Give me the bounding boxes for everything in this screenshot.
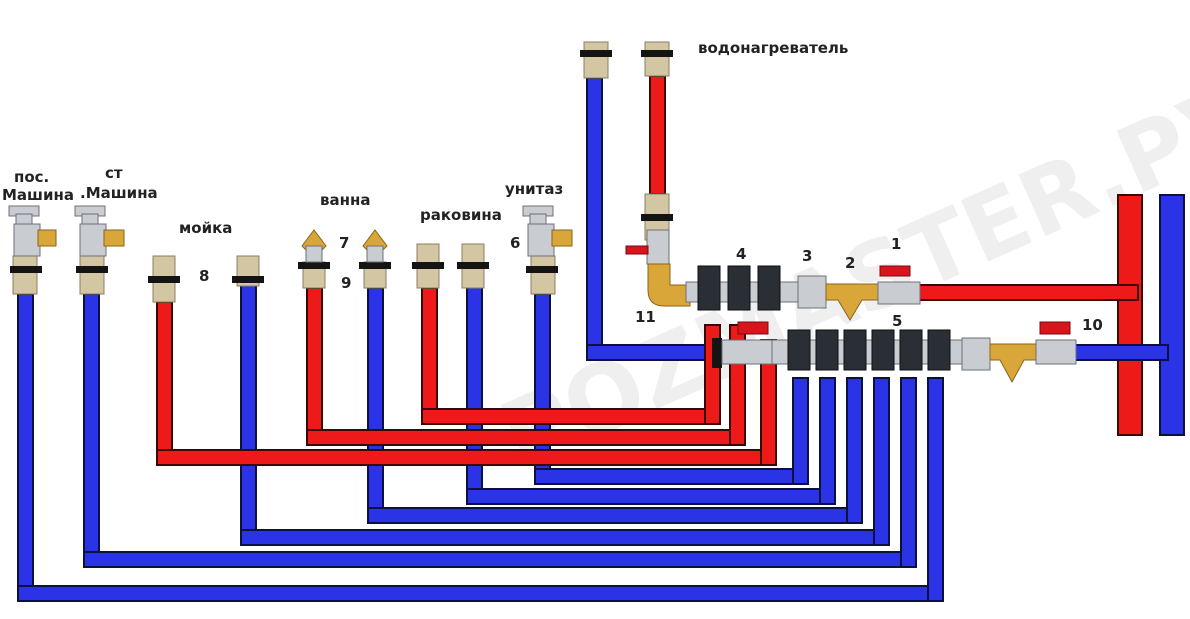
cold-pipe-heater-vertical: [586, 77, 603, 361]
fitting-bath-hot: [298, 261, 330, 289]
cold-pipe-sink-vertical: [240, 283, 257, 545]
label-washer-line1: пос.: [14, 168, 49, 186]
number-6: 6: [510, 234, 520, 252]
label-sink: мойка: [179, 219, 232, 237]
number-1: 1: [891, 235, 901, 253]
number-3: 3: [802, 247, 812, 265]
hot-pipe-bath-horizontal: [306, 429, 746, 446]
hot-reducer: [797, 275, 827, 309]
hot-riser-branch: [917, 284, 1139, 301]
cold-riser-branch: [1071, 344, 1169, 361]
label-bath: ванна: [320, 191, 370, 209]
cold-reducer: [961, 337, 991, 371]
cold-pipe-basin-riser: [819, 377, 836, 505]
fitting-washer: [10, 255, 42, 295]
hot-pipe-heater-outlet: [649, 75, 666, 195]
hot-main-valve: [877, 265, 921, 305]
number-7: 7: [339, 234, 349, 252]
cold-pipe-heater-horizontal: [586, 344, 718, 361]
angle-valve-washer2: [74, 205, 125, 257]
label-basin: раковина: [420, 206, 502, 224]
cold-manifold: [771, 329, 963, 371]
cold-pipe-washer2-riser: [900, 377, 917, 568]
number-4: 4: [736, 245, 746, 263]
cold-pipe-sink-horizontal: [240, 529, 890, 546]
label-washer-line2: Машина: [2, 186, 74, 204]
number-9: 9: [341, 274, 351, 292]
fitting-sink-hot: [148, 255, 180, 303]
cold-pipe-basin-vertical: [466, 283, 483, 505]
cold-pipe-bath-horizontal: [367, 507, 863, 524]
fitting-basin-cold: [457, 243, 489, 289]
cold-pipe-sink-riser: [873, 377, 890, 546]
hot-pipe-bath-vertical: [306, 287, 323, 446]
number-2: 2: [845, 254, 855, 272]
fitting-heater-cold: [580, 41, 612, 79]
cold-manifold-valve: [721, 321, 773, 365]
cold-strainer: [989, 343, 1041, 384]
hot-riser: [1117, 194, 1143, 436]
cold-pipe-toilet-horizontal: [534, 468, 809, 485]
cold-pipe-washer-vertical: [17, 293, 34, 601]
hot-pipe-sink-vertical: [156, 301, 173, 465]
cold-pipe-washer2-vertical: [83, 293, 100, 567]
number-8: 8: [199, 267, 209, 285]
cold-pipe-washer2-horizontal: [83, 551, 917, 568]
angle-valve-toilet: [522, 205, 573, 257]
cold-pipe-washer-riser: [927, 377, 944, 602]
hot-pipe-sink-horizontal: [156, 449, 777, 466]
bath-tap-cold: [362, 229, 388, 263]
cold-connector: [712, 338, 722, 368]
label-water-heater: водонагреватель: [698, 39, 848, 57]
hot-manifold: [685, 265, 799, 311]
angle-valve-washer: [8, 205, 57, 257]
label-toilet: унитаз: [505, 180, 563, 198]
fitting-basin-hot: [412, 243, 444, 289]
fitting-sink-cold: [232, 255, 264, 287]
cold-main-valve: [1035, 321, 1077, 365]
fitting-heater-hot: [641, 41, 673, 77]
cold-pipe-bath-vertical: [367, 287, 384, 523]
cold-pipe-basin-horizontal: [466, 488, 836, 505]
cold-pipe-bath-riser: [846, 377, 863, 524]
hot-pipe-basin-vertical: [421, 287, 438, 425]
cold-pipe-toilet-riser: [792, 377, 809, 485]
heater-elbow: [647, 263, 691, 307]
cold-riser: [1159, 194, 1185, 436]
cold-pipe-washer-horizontal: [17, 585, 944, 602]
heater-ball-valve: [625, 229, 670, 265]
number-5: 5: [892, 312, 902, 330]
fitting-bath-cold: [359, 261, 391, 289]
label-washer2-line1: ст: [105, 164, 123, 182]
label-washer2-line2: .Машина: [80, 184, 158, 202]
fitting-toilet: [526, 255, 558, 295]
number-11: 11: [635, 308, 656, 326]
hot-pipe-basin-horizontal: [421, 408, 721, 425]
bath-tap-hot: [301, 229, 327, 263]
number-10: 10: [1082, 316, 1103, 334]
fitting-washer2: [76, 255, 108, 295]
